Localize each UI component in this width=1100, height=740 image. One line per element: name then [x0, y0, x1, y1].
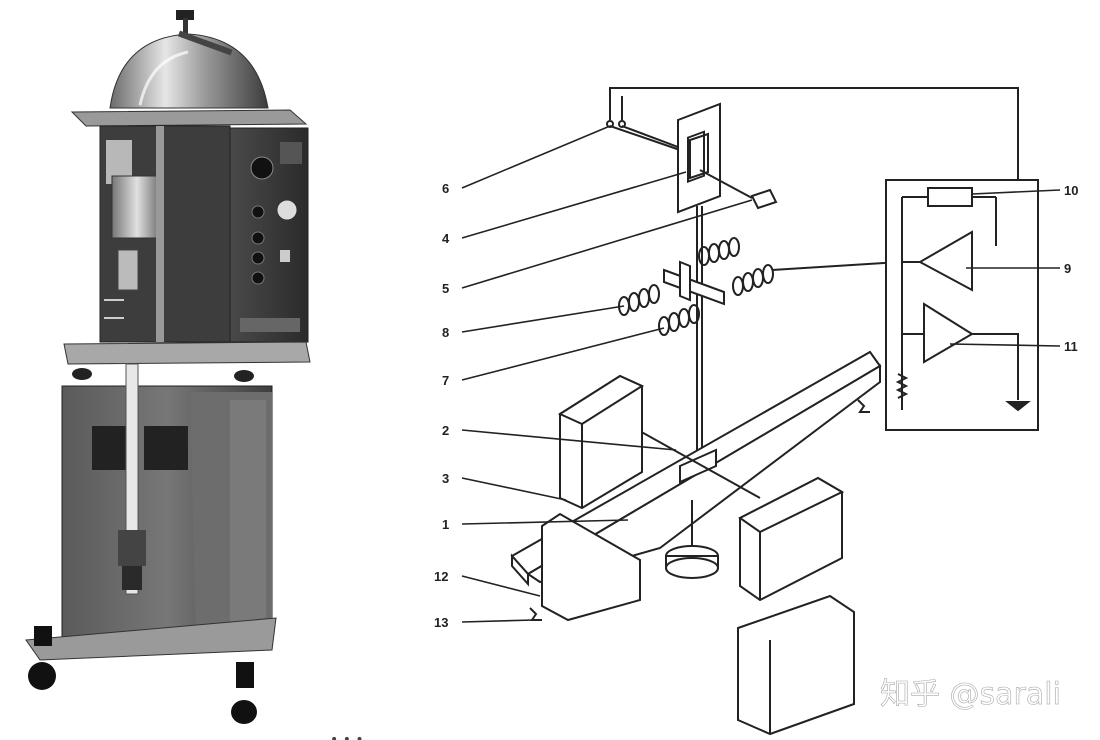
watermark-text: 知乎 @sarali	[880, 677, 1061, 712]
control-dial-2	[276, 199, 298, 221]
leader-lines	[461, 125, 1061, 623]
cylinder	[111, 175, 163, 239]
instrument-photo: • • •	[25, 10, 364, 740]
coil-right	[732, 264, 774, 296]
magnet-left	[541, 374, 645, 622]
coil-left	[618, 284, 660, 316]
label-5: 5	[442, 281, 449, 296]
label-6: 6	[442, 181, 449, 196]
cross-bar	[663, 268, 725, 306]
coil-lower	[658, 304, 700, 336]
control-dial-1	[250, 156, 274, 180]
light-source	[750, 188, 778, 210]
label-2: 2	[442, 423, 449, 438]
schematic-diagram	[510, 87, 1039, 736]
stand-base	[25, 617, 277, 661]
resistor-10	[927, 187, 973, 207]
photocell-shutter	[677, 102, 721, 214]
counterweight	[665, 500, 719, 579]
amplifier-9	[917, 230, 973, 292]
magnet-right	[737, 476, 855, 736]
label-7: 7	[442, 373, 449, 388]
label-9: 9	[1064, 261, 1071, 276]
top-knob	[176, 10, 194, 36]
label-13: 13	[434, 615, 448, 630]
label-12: 12	[434, 569, 448, 584]
electronics-box	[885, 179, 1039, 431]
label-3: 3	[442, 471, 449, 486]
svg-text:• • •: • • •	[330, 732, 364, 740]
coil-upper	[698, 237, 740, 266]
glass-dome	[109, 33, 269, 109]
stand-magnet-right	[144, 426, 188, 470]
label-8: 8	[442, 325, 449, 340]
label-1: 1	[442, 517, 449, 532]
middle-shelf	[63, 341, 311, 365]
diagram-labels: 6 4 5 8 7 2 3 1 12 13 10 9 11	[434, 181, 1078, 630]
top-plate	[70, 109, 308, 127]
beam-clamp	[679, 448, 717, 484]
label-10: 10	[1064, 183, 1078, 198]
label-11: 11	[1064, 339, 1078, 354]
label-4: 4	[442, 231, 450, 246]
leveling-feet	[28, 626, 257, 724]
